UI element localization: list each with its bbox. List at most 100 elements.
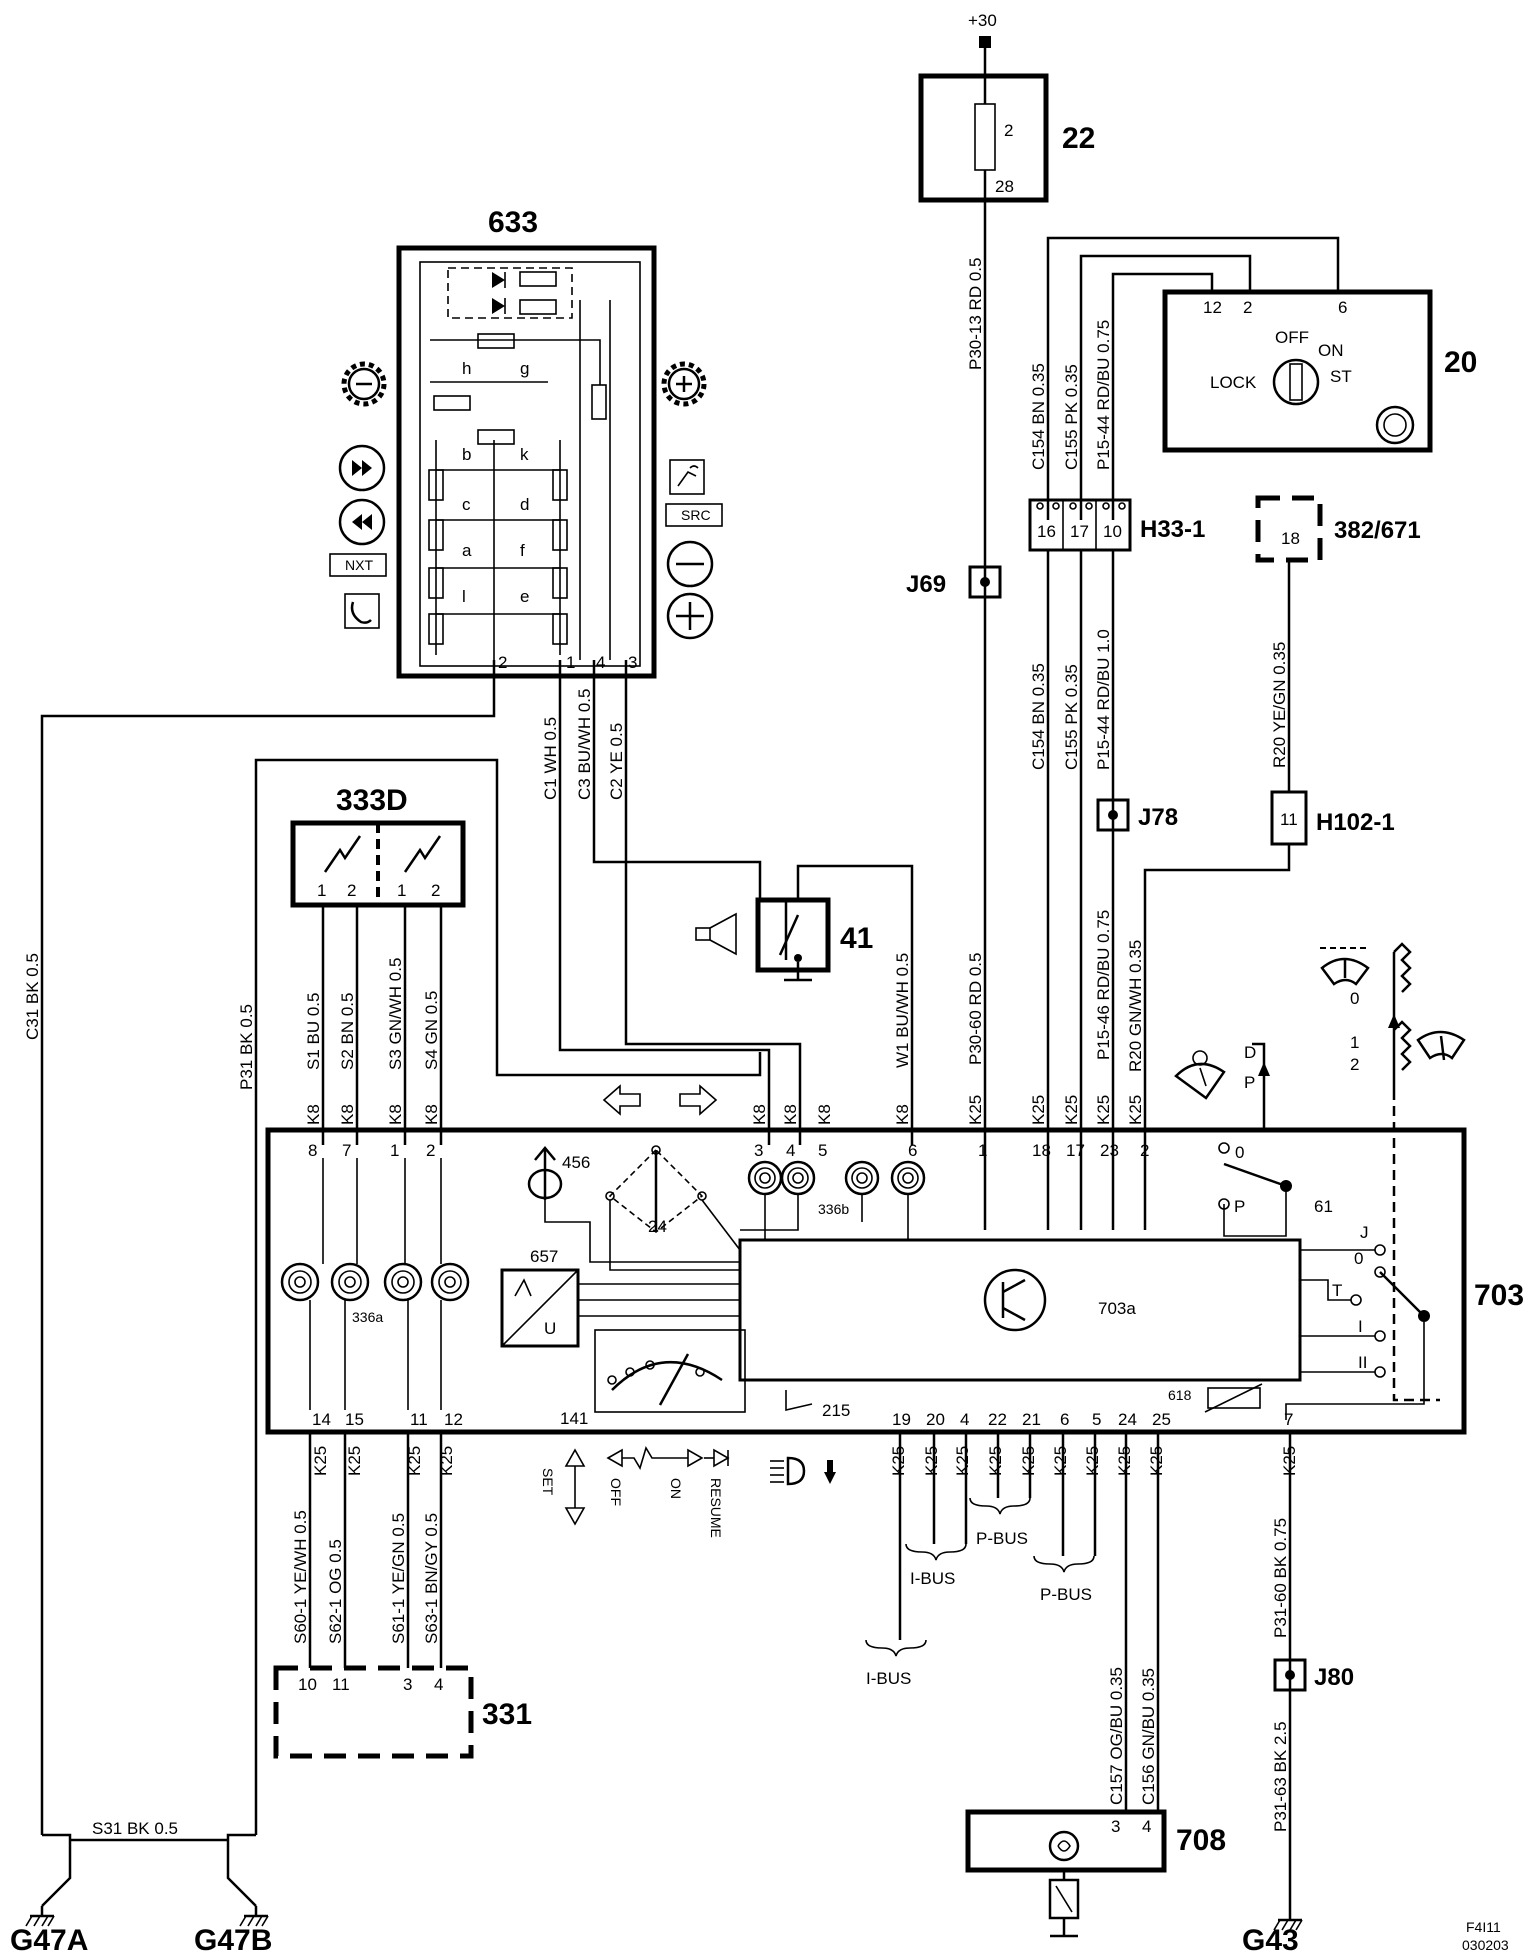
volume-down-gear-icon xyxy=(341,361,387,407)
junction-j78-box xyxy=(1096,798,1130,832)
svg-text:K8: K8 xyxy=(386,1104,405,1125)
gauge-p-label: P xyxy=(1244,1073,1255,1092)
c708-pin-3: 3 xyxy=(1111,1817,1120,1836)
svg-text:21: 21 xyxy=(1022,1410,1041,1429)
svg-text:K25: K25 xyxy=(345,1446,364,1476)
svg-text:3: 3 xyxy=(754,1141,763,1160)
ignition-pin-12: 12 xyxy=(1203,298,1222,317)
minus-button-icon xyxy=(666,540,714,588)
svg-text:2: 2 xyxy=(1140,1141,1149,1160)
svg-text:22: 22 xyxy=(988,1410,1007,1429)
bottom-connector-labels: K25 K25 K25 K25 K25 K25 K25 K25 K25 K25 … xyxy=(311,1446,1299,1476)
svg-text:K8: K8 xyxy=(750,1104,769,1125)
wire-p31-63-label: P31-63 BK 2.5 xyxy=(1271,1721,1290,1832)
cruise-on-icon xyxy=(662,1448,704,1468)
c333d-pin-2a: 2 xyxy=(347,881,356,900)
wire-p15-44-label-b: P15-44 RD/BU 1.0 xyxy=(1094,629,1113,770)
fuse-box-22 xyxy=(918,73,1049,203)
connector-h102-label: H102-1 xyxy=(1316,809,1395,836)
svg-text:18: 18 xyxy=(1032,1141,1051,1160)
svg-text:12: 12 xyxy=(444,1410,463,1429)
sensor-708-icon xyxy=(1048,1830,1080,1938)
cruise-set-icon xyxy=(564,1448,586,1526)
component-708-label: 708 xyxy=(1176,1824,1226,1857)
h33-pin-17: 17 xyxy=(1070,522,1089,541)
svg-text:K25: K25 xyxy=(953,1446,972,1476)
switch-703-t: T xyxy=(1332,1281,1342,1300)
c331-pin-11: 11 xyxy=(332,1675,350,1694)
svg-text:K25: K25 xyxy=(1083,1446,1102,1476)
svg-text:K25: K25 xyxy=(1126,1095,1145,1125)
ignition-st-label: ST xyxy=(1330,367,1352,386)
ground-g47b-icon xyxy=(239,1906,269,1927)
wire-c31 xyxy=(40,660,496,1835)
wire-p15-44-label-a: P15-44 RD/BU 0.75 xyxy=(1094,320,1113,470)
ignition-off-label: OFF xyxy=(1275,328,1309,347)
pbus-label-2: P-BUS xyxy=(1040,1585,1092,1604)
ground-g47b-label: G47B xyxy=(194,1924,272,1957)
control-unit-703a xyxy=(738,1238,1302,1382)
ground-g47a-icon xyxy=(25,1906,55,1927)
svg-text:K25: K25 xyxy=(1019,1446,1038,1476)
ignition-position-lever xyxy=(1379,1271,1425,1317)
sensor-708 xyxy=(965,1809,1167,1873)
resistor-618 xyxy=(1207,1387,1261,1409)
svg-text:7: 7 xyxy=(342,1141,351,1160)
switch-703-j: J xyxy=(1360,1223,1369,1242)
svg-text:19: 19 xyxy=(892,1410,911,1429)
svg-text:4: 4 xyxy=(786,1141,795,1160)
wire-s31-label: S31 BK 0.5 xyxy=(92,1819,178,1838)
svg-text:K25: K25 xyxy=(311,1446,330,1476)
svg-text:K25: K25 xyxy=(889,1446,908,1476)
svg-text:K25: K25 xyxy=(986,1446,1005,1476)
c708-pin-4: 4 xyxy=(1142,1817,1151,1836)
bottom-pin-numbers: 14 15 11 12 19 20 4 22 21 6 5 24 25 7 xyxy=(312,1410,1293,1429)
fuel-level-icon xyxy=(1416,1030,1466,1061)
wire-s4-label: S4 GN 0.5 xyxy=(422,991,441,1070)
coil-group-336b xyxy=(747,1160,926,1196)
svg-text:11: 11 xyxy=(410,1410,428,1429)
svg-text:K8: K8 xyxy=(781,1104,800,1125)
junction-j69-box xyxy=(968,565,1002,599)
svg-text:K8: K8 xyxy=(422,1104,441,1125)
c633-pin-3: 3 xyxy=(628,653,637,672)
switch-703-i: I xyxy=(1358,1317,1363,1336)
instrument-cluster-703 xyxy=(265,1127,1467,1435)
phone-icon xyxy=(344,593,380,629)
gauge-zero-label: 0 xyxy=(1350,989,1359,1008)
ignition-lock-label: LOCK xyxy=(1210,373,1257,392)
rewind-icon xyxy=(338,498,386,546)
reference-date: 030203 xyxy=(1462,1937,1509,1953)
junction-j80-label: J80 xyxy=(1314,1664,1354,1691)
svg-text:1: 1 xyxy=(978,1141,987,1160)
switch-a-label: a xyxy=(462,541,472,560)
svg-text:U: U xyxy=(544,1319,556,1338)
plus-button-icon xyxy=(666,592,714,640)
wire-c155-label-a: C155 PK 0.35 xyxy=(1062,364,1081,470)
switch-e-label: e xyxy=(520,587,529,606)
junction-j69-label: J69 xyxy=(906,571,946,598)
ibus-brace-2 xyxy=(865,1639,927,1657)
gauge-two-label: 2 xyxy=(1350,1055,1359,1074)
fuse-pin-top: 2 xyxy=(1004,121,1013,140)
fuse-element xyxy=(974,103,996,171)
light-sensor-456 xyxy=(527,1146,563,1200)
svg-text:K8: K8 xyxy=(338,1104,357,1125)
switch-d-label: d xyxy=(520,495,529,514)
gauge-141-dial xyxy=(611,1361,723,1391)
component-141-label: 141 xyxy=(560,1409,588,1428)
svg-text:K8: K8 xyxy=(893,1104,912,1125)
wire-p30-60-label: P30-60 RD 0.5 xyxy=(966,953,985,1065)
wire-c155-label-b: C155 PK 0.35 xyxy=(1062,664,1081,770)
component-20-label: 20 xyxy=(1444,346,1477,379)
c333d-pin-1a: 1 xyxy=(317,881,326,900)
component-657-label: 657 xyxy=(530,1247,558,1266)
fuse-pin-bottom: 28 xyxy=(995,177,1014,196)
svg-text:K25: K25 xyxy=(1029,1095,1048,1125)
svg-text:4: 4 xyxy=(960,1410,969,1429)
gauge-d-label: D xyxy=(1244,1043,1256,1062)
c633-pin-1: 1 xyxy=(566,653,575,672)
cruise-resume-icon xyxy=(704,1448,730,1468)
svg-text:20: 20 xyxy=(926,1410,945,1429)
svg-text:6: 6 xyxy=(1060,1410,1069,1429)
